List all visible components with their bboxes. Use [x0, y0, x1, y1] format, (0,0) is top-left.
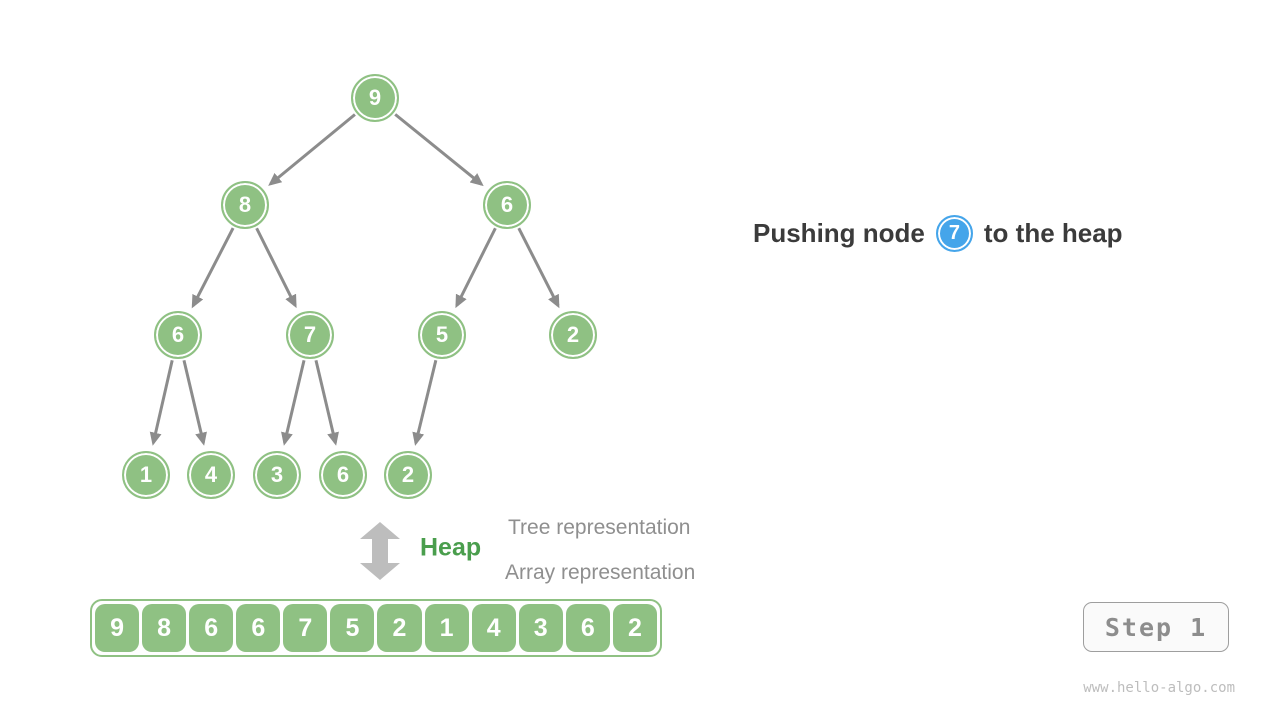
tree-node: 5 — [418, 311, 466, 359]
array-cell: 5 — [330, 604, 375, 652]
array-representation-label: Array representation — [505, 561, 696, 584]
tree-node: 3 — [253, 451, 301, 499]
array-cell: 1 — [424, 604, 469, 652]
tree-edge-arrow — [517, 227, 560, 309]
tree-node: 1 — [122, 451, 170, 499]
tree-edge-arrow — [149, 360, 174, 446]
caption: Pushing node 7 to the heap — [753, 212, 1123, 254]
tree-edge-arrow — [314, 359, 339, 446]
tree-edge-arrow — [255, 227, 297, 309]
caption-prefix: Pushing node — [753, 217, 925, 248]
tree-node: 6 — [483, 181, 531, 229]
tree-node: 6 — [319, 451, 367, 499]
caption-suffix: to the heap — [983, 217, 1123, 248]
step-badge: Step 1 — [1083, 602, 1229, 652]
array-cell: 6 — [565, 604, 610, 652]
array-cell: 2 — [377, 604, 422, 652]
tree-edge-arrow — [182, 359, 207, 446]
tree-node: 4 — [187, 451, 235, 499]
up-down-arrow-icon — [360, 522, 400, 580]
array-cell: 6 — [236, 604, 281, 652]
array-cell: 3 — [518, 604, 563, 652]
tree-edge-arrow — [412, 359, 438, 446]
tree-node: 9 — [351, 74, 399, 122]
tree-node: 7 — [286, 311, 334, 359]
tree-node: 2 — [384, 451, 432, 499]
pushed-node-value: 7 — [948, 221, 960, 244]
pushed-node-badge: 7 — [935, 214, 973, 252]
tree-representation-label: Tree representation — [508, 516, 691, 539]
tree-edge-arrow — [455, 227, 497, 309]
tree-edge-arrow — [191, 227, 235, 309]
tree-edge-arrow — [268, 113, 356, 186]
array-cell: 7 — [283, 604, 328, 652]
array-cell: 4 — [471, 604, 516, 652]
array-cell: 8 — [142, 604, 187, 652]
tree-node: 2 — [549, 311, 597, 359]
array-cell: 9 — [95, 604, 140, 652]
array-cell: 6 — [189, 604, 234, 652]
tree-node: 6 — [154, 311, 202, 359]
array-cell: 2 — [612, 604, 657, 652]
tree-edge-arrow — [281, 359, 306, 446]
watermark: www.hello-algo.com — [1083, 680, 1235, 696]
tree-node: 8 — [221, 181, 269, 229]
tree-edge-arrow — [394, 113, 484, 187]
heap-label: Heap — [420, 533, 482, 562]
